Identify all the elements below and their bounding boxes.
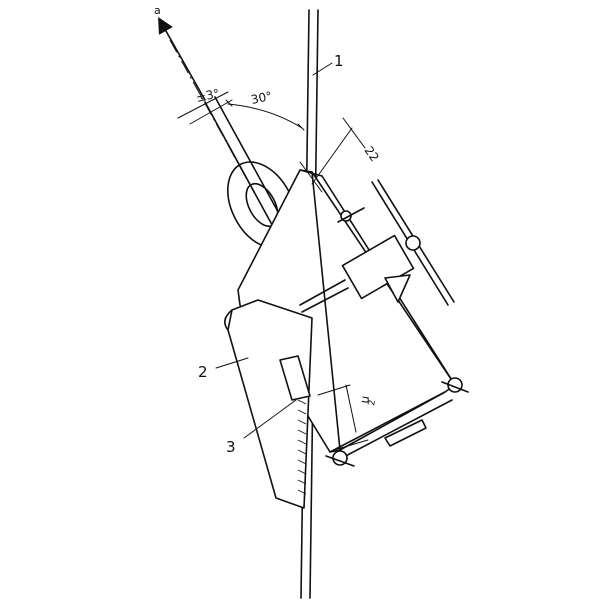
callout-3-leader xyxy=(243,399,297,439)
angle-tolerance-label: ±3° xyxy=(195,86,221,105)
spindle-assembly xyxy=(299,179,455,313)
dimension-u-subscript: 2 xyxy=(367,399,378,406)
callout-2: 2 xyxy=(198,363,208,381)
callout-1-leader xyxy=(312,62,333,76)
clamp-plate-hatch xyxy=(297,399,307,495)
direction-label: a xyxy=(154,4,161,17)
callout-3: 3 xyxy=(226,438,236,456)
callout-1: 1 xyxy=(334,52,344,70)
callout-2-leader xyxy=(215,357,249,369)
clamp-plate xyxy=(224,299,313,509)
dimension-u-label: u xyxy=(357,395,372,405)
dimension-22 xyxy=(299,117,366,193)
angle-dimension xyxy=(177,91,305,131)
dimension-u2 xyxy=(317,384,369,451)
clamp-pad xyxy=(279,355,311,401)
angle-label: 30° xyxy=(250,89,274,107)
direction-arrow xyxy=(158,17,206,101)
clamp-bolts xyxy=(325,377,469,467)
